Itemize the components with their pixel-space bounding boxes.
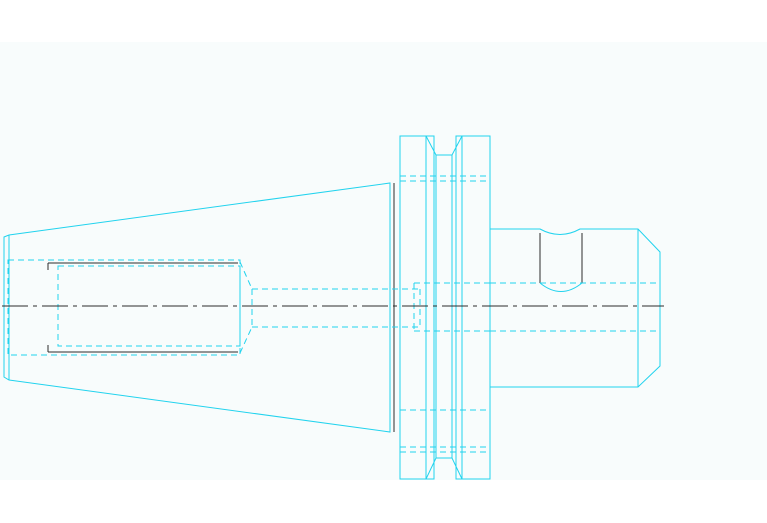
bore-hidden-outline [7,259,241,356]
flange-right-ring [455,135,491,480]
drawing-area [0,42,767,480]
weldon-flat-curve [539,282,583,292]
taper-outline [3,182,391,433]
flange [399,135,491,480]
flange-left-ring [399,135,435,480]
shank-outline [490,228,661,388]
taper-shank [3,182,420,433]
internal-bore [7,259,420,356]
bore-chamfer-bottom [239,326,253,354]
cylindrical-shank [490,228,661,388]
bore-chamfer-top [239,261,253,290]
v-groove [425,135,463,480]
